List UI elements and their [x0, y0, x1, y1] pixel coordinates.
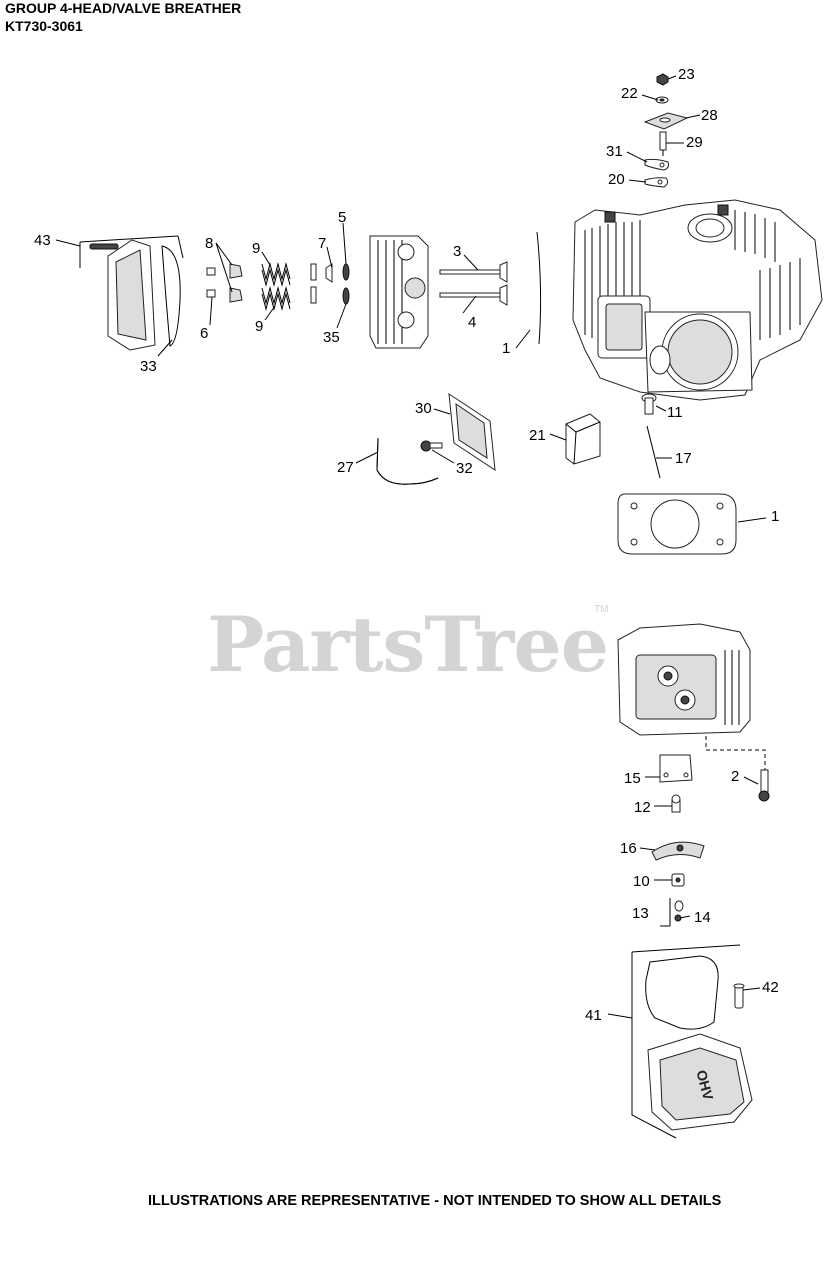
- callout-11: 11: [667, 404, 683, 421]
- part-30-gasket-plate[interactable]: [448, 393, 496, 471]
- callout-32: 32: [456, 460, 473, 477]
- leader-lines: [55, 75, 767, 1019]
- callout-21: 21: [529, 427, 546, 444]
- cylinder-block[interactable]: [572, 199, 823, 401]
- diagram-group-title: GROUP 4-HEAD/VALVE BREATHER: [5, 0, 242, 16]
- partstree-watermark: PartsTree: [207, 600, 609, 689]
- part-5-valve-seal[interactable]: [342, 263, 350, 281]
- part-41-valve-cover-assembly[interactable]: OHV: [631, 944, 753, 1139]
- part-28-plate[interactable]: [643, 112, 689, 130]
- part-17-push-rod[interactable]: [646, 425, 661, 479]
- part-23-nut[interactable]: [656, 73, 669, 86]
- callout-15: 15: [624, 770, 641, 787]
- part-1-head-gasket[interactable]: [617, 493, 737, 555]
- part-22-washer[interactable]: [655, 96, 669, 104]
- part-32-bolt[interactable]: [420, 440, 443, 452]
- callout-3: 3: [453, 243, 461, 260]
- part-7-retainers[interactable]: [310, 263, 333, 304]
- part-31-bracket[interactable]: [644, 158, 669, 171]
- callout-10: 10: [633, 873, 650, 890]
- callout-20: 20: [608, 171, 625, 188]
- callout-9-upper: 9: [252, 240, 260, 257]
- cylinder-head-side[interactable]: [369, 235, 429, 349]
- part-20-bracket[interactable]: [644, 177, 669, 188]
- callout-7: 7: [318, 235, 326, 252]
- trademark-mark: TM: [594, 604, 609, 615]
- disclaimer-footer: ILLUSTRATIONS ARE REPRESENTATIVE - NOT I…: [148, 1193, 722, 1209]
- part-42-breather-fitting[interactable]: [733, 983, 745, 1009]
- callout-9-lower: 9: [255, 318, 263, 335]
- part-35-valve-seal[interactable]: [342, 287, 350, 305]
- callout-31: 31: [606, 143, 623, 160]
- part-33-breather-gasket[interactable]: [161, 235, 184, 347]
- callout-labels: 23 22 28 29 31 20 43 8 9 7 5 3 6 9 35 4 …: [34, 66, 779, 1024]
- part-15-guide-plate[interactable]: [659, 754, 693, 783]
- callout-14: 14: [694, 909, 711, 926]
- part-10-pivot[interactable]: [671, 873, 685, 887]
- part-12-rocker-stud[interactable]: [671, 794, 681, 813]
- callout-27: 27: [337, 459, 354, 476]
- callout-2: 2: [731, 768, 739, 785]
- part-11-valve-lifter[interactable]: [641, 393, 657, 415]
- callout-43: 43: [34, 232, 51, 249]
- part-16-rocker-arm[interactable]: [651, 841, 705, 861]
- callout-35: 35: [323, 329, 340, 346]
- callout-42: 42: [762, 979, 779, 996]
- callout-41: 41: [585, 1007, 602, 1024]
- callout-23: 23: [678, 66, 695, 83]
- callout-5: 5: [338, 209, 346, 226]
- callout-1-upper: 1: [502, 340, 510, 357]
- part-27-breather-hose[interactable]: [376, 437, 439, 485]
- callout-13: 13: [632, 905, 649, 922]
- callout-30: 30: [415, 400, 432, 417]
- callout-1-lower: 1: [771, 508, 779, 525]
- part-6-spring-keeper[interactable]: [206, 267, 216, 298]
- part-1-head-gasket-edge[interactable]: [536, 231, 542, 345]
- callout-6: 6: [200, 325, 208, 342]
- part-8-spring-cap[interactable]: [229, 263, 243, 303]
- part-13-adjuster[interactable]: [660, 898, 684, 927]
- callout-17: 17: [675, 450, 692, 467]
- part-4-exhaust-valve[interactable]: [439, 284, 508, 306]
- cylinder-head-top[interactable]: [617, 623, 766, 770]
- callout-33: 33: [140, 358, 157, 375]
- part-2-head-bolt[interactable]: [758, 769, 770, 802]
- callout-29: 29: [686, 134, 703, 151]
- callout-8: 8: [205, 235, 213, 252]
- callout-4: 4: [468, 314, 476, 331]
- part-21-block[interactable]: [565, 413, 601, 465]
- part-43-breather-cover[interactable]: [79, 235, 179, 351]
- part-29-stud[interactable]: [659, 131, 667, 156]
- callout-22: 22: [621, 85, 638, 102]
- part-9-valve-spring-upper[interactable]: [261, 262, 291, 287]
- callout-16: 16: [620, 840, 637, 857]
- callout-12: 12: [634, 799, 651, 816]
- part-3-intake-valve[interactable]: [439, 261, 508, 283]
- model-number: KT730-3061: [5, 18, 83, 34]
- callout-28: 28: [701, 107, 718, 124]
- part-9-valve-spring-lower[interactable]: [261, 286, 291, 311]
- svg-text:OHV: OHV: [693, 1068, 716, 1102]
